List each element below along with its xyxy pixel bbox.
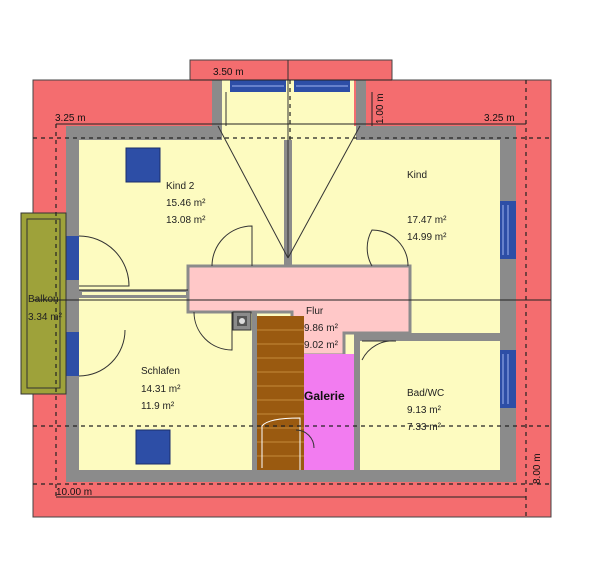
wall-bad-left xyxy=(354,333,360,470)
door-swing-schlafen xyxy=(193,311,233,351)
room-kind-area2: 14.99 m² xyxy=(407,232,447,243)
door-swing-stair xyxy=(295,429,315,449)
room-schlafen-area2: 11.9 m² xyxy=(141,401,175,412)
door-swing-balkon-bottom xyxy=(78,329,126,377)
dim-dormer-depth: 1.00 m xyxy=(375,93,386,124)
gallery-floor xyxy=(304,354,354,470)
dim-left-setback: 3.25 m xyxy=(55,113,86,124)
room-flur-name: Flur xyxy=(306,306,324,317)
room-bad-area1: 9.13 m² xyxy=(407,405,442,416)
room-kind2-area2: 13.08 m² xyxy=(166,215,206,226)
dim-total-depth: 8.00 m xyxy=(532,453,543,484)
dormer-wall-right xyxy=(356,80,366,128)
staircase xyxy=(257,316,304,470)
room-flur-area1: 9.86 m² xyxy=(304,323,339,334)
room-balkon-name: Balkon xyxy=(28,294,59,305)
skylight-kind2 xyxy=(125,147,161,183)
room-kind2-area1: 15.46 m² xyxy=(166,198,206,209)
room-schlafen-area1: 14.31 m² xyxy=(141,384,181,395)
wall-kind-bad xyxy=(359,333,500,341)
wall-schlafen-stair xyxy=(252,312,257,470)
room-kind-area1: 17.47 m² xyxy=(407,215,447,226)
door-swing-kind2 xyxy=(211,225,253,267)
door-swing-bad xyxy=(361,340,397,361)
dormer-wall-left xyxy=(212,80,222,128)
window-balkon-bottom xyxy=(66,332,79,376)
room-flur-area2: 9.02 m² xyxy=(304,340,339,351)
room-kind2-name: Kind 2 xyxy=(166,181,195,192)
door-swing-kind xyxy=(366,229,409,267)
door-swing-balkon-top xyxy=(78,235,130,287)
room-bad-floor xyxy=(359,341,500,470)
room-galerie-name: Galerie xyxy=(304,389,345,403)
room-balkon-area1: 3.34 m² xyxy=(28,312,63,323)
dim-total-width: 10.00 m xyxy=(56,487,92,498)
dim-dormer-width: 3.50 m xyxy=(213,67,244,78)
room-bad-name: Bad/WC xyxy=(407,388,444,399)
balcony xyxy=(20,212,67,395)
skylight-schlafen xyxy=(135,429,171,465)
window-balkon-top xyxy=(66,236,79,280)
dim-right-setback: 3.25 m xyxy=(484,113,515,124)
room-kind-name: Kind xyxy=(407,170,427,181)
room-schlafen-name: Schlafen xyxy=(141,366,180,377)
room-bad-area2: 7.33 m² xyxy=(407,422,442,433)
